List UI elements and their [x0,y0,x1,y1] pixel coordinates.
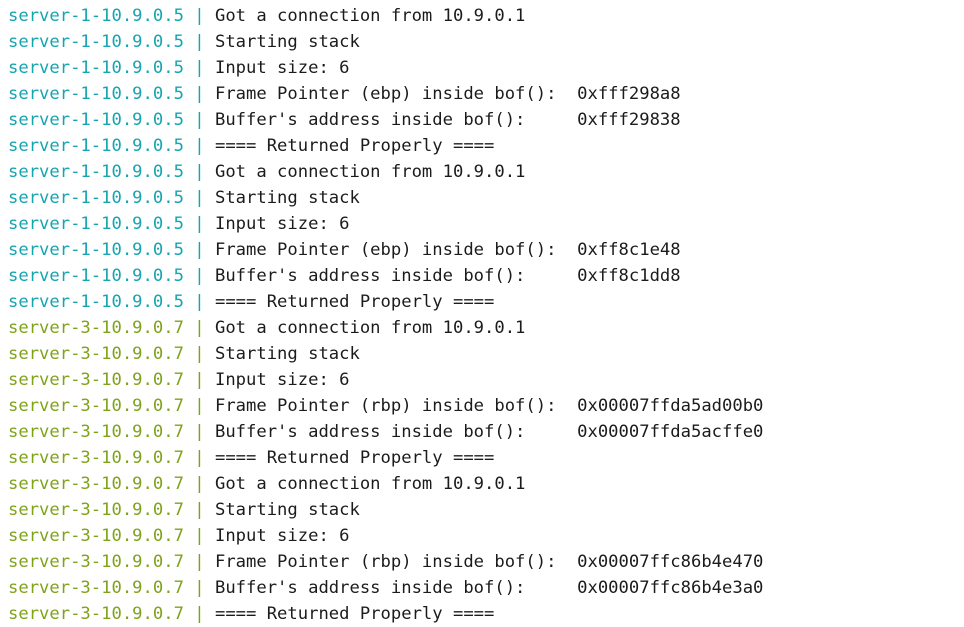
log-separator: | [183,84,215,104]
log-separator: | [183,500,215,520]
log-message: Frame Pointer (rbp) inside bof(): 0x0000… [214,552,764,572]
log-line: server-1-10.9.0.5 | Got a connection fro… [8,3,964,29]
log-line: server-1-10.9.0.5 | Input size: 6 [8,55,964,81]
log-service-prefix: server-1-10.9.0.5 [8,292,184,312]
log-service-prefix: server-1-10.9.0.5 [8,162,184,182]
log-service-prefix: server-1-10.9.0.5 [8,110,184,130]
log-service-prefix: server-1-10.9.0.5 [8,6,184,26]
log-service-prefix: server-3-10.9.0.7 [8,448,184,468]
log-message: Input size: 6 [214,58,350,78]
log-service-prefix: server-3-10.9.0.7 [8,318,184,338]
log-message: ==== Returned Properly ==== [214,448,495,468]
log-message: Input size: 6 [214,526,350,546]
log-service-prefix: server-3-10.9.0.7 [8,344,184,364]
log-line: server-1-10.9.0.5 | Input size: 6 [8,211,964,237]
log-separator: | [183,526,215,546]
log-line: server-1-10.9.0.5 | Frame Pointer (ebp) … [8,81,964,107]
log-service-prefix: server-3-10.9.0.7 [8,500,184,520]
log-line: server-1-10.9.0.5 | Buffer's address ins… [8,107,964,133]
log-service-prefix: server-3-10.9.0.7 [8,396,184,416]
log-line: server-1-10.9.0.5 | ==== Returned Proper… [8,133,964,159]
log-separator: | [183,318,215,338]
log-service-prefix: server-3-10.9.0.7 [8,526,184,546]
log-separator: | [183,292,215,312]
log-line: server-1-10.9.0.5 | Got a connection fro… [8,159,964,185]
log-message: Input size: 6 [214,370,350,390]
log-separator: | [183,448,215,468]
log-service-prefix: server-3-10.9.0.7 [8,578,184,598]
log-line: server-1-10.9.0.5 | Starting stack [8,185,964,211]
log-service-prefix: server-1-10.9.0.5 [8,188,184,208]
log-line: server-3-10.9.0.7 | Frame Pointer (rbp) … [8,549,964,575]
log-message: ==== Returned Properly ==== [214,136,495,156]
log-message: Got a connection from 10.9.0.1 [214,318,526,338]
log-separator: | [183,214,215,234]
log-separator: | [183,604,215,624]
log-message: Got a connection from 10.9.0.1 [214,474,526,494]
log-separator: | [183,162,215,182]
log-separator: | [183,32,215,52]
log-service-prefix: server-3-10.9.0.7 [8,604,184,624]
log-line: server-1-10.9.0.5 | ==== Returned Proper… [8,289,964,315]
log-service-prefix: server-3-10.9.0.7 [8,474,184,494]
log-message: Frame Pointer (ebp) inside bof(): 0xfff2… [214,84,681,104]
log-line: server-1-10.9.0.5 | Starting stack [8,29,964,55]
log-message: Starting stack [214,188,360,208]
log-separator: | [183,240,215,260]
log-message: Got a connection from 10.9.0.1 [214,162,526,182]
log-separator: | [183,58,215,78]
log-separator: | [183,474,215,494]
log-message: Starting stack [214,344,360,364]
log-line: server-3-10.9.0.7 | ==== Returned Proper… [8,601,964,627]
log-message: Frame Pointer (ebp) inside bof(): 0xff8c… [214,240,681,260]
log-message: Buffer's address inside bof(): 0xff8c1dd… [214,266,681,286]
log-line: server-3-10.9.0.7 | Buffer's address ins… [8,575,964,601]
log-service-prefix: server-1-10.9.0.5 [8,136,184,156]
log-separator: | [183,552,215,572]
log-line: server-3-10.9.0.7 | Buffer's address ins… [8,419,964,445]
log-separator: | [183,422,215,442]
log-message: Buffer's address inside bof(): 0x00007ff… [214,578,764,598]
log-service-prefix: server-1-10.9.0.5 [8,214,184,234]
log-line: server-3-10.9.0.7 | ==== Returned Proper… [8,445,964,471]
log-service-prefix: server-3-10.9.0.7 [8,422,184,442]
log-message: Buffer's address inside bof(): 0xfff2983… [214,110,681,130]
log-line: server-3-10.9.0.7 | Input size: 6 [8,523,964,549]
log-service-prefix: server-1-10.9.0.5 [8,84,184,104]
log-line: server-1-10.9.0.5 | Buffer's address ins… [8,263,964,289]
log-service-prefix: server-3-10.9.0.7 [8,370,184,390]
log-separator: | [183,344,215,364]
log-separator: | [183,136,215,156]
log-message: Starting stack [214,32,360,52]
log-separator: | [183,188,215,208]
log-line: server-3-10.9.0.7 | Starting stack [8,341,964,367]
log-line: server-3-10.9.0.7 | Starting stack [8,497,964,523]
log-service-prefix: server-1-10.9.0.5 [8,58,184,78]
log-line: server-3-10.9.0.7 | Got a connection fro… [8,471,964,497]
log-service-prefix: server-1-10.9.0.5 [8,266,184,286]
log-separator: | [183,266,215,286]
log-line: server-1-10.9.0.5 | Frame Pointer (ebp) … [8,237,964,263]
log-separator: | [183,370,215,390]
log-separator: | [183,110,215,130]
log-service-prefix: server-1-10.9.0.5 [8,240,184,260]
log-line: server-3-10.9.0.7 | Frame Pointer (rbp) … [8,393,964,419]
log-message: Starting stack [214,500,360,520]
log-service-prefix: server-3-10.9.0.7 [8,552,184,572]
log-message: ==== Returned Properly ==== [214,292,495,312]
log-separator: | [183,6,215,26]
log-separator: | [183,396,215,416]
log-message: Buffer's address inside bof(): 0x00007ff… [214,422,764,442]
log-message: Got a connection from 10.9.0.1 [214,6,526,26]
log-message: Frame Pointer (rbp) inside bof(): 0x0000… [214,396,764,416]
log-line: server-3-10.9.0.7 | Got a connection fro… [8,315,964,341]
log-separator: | [183,578,215,598]
log-message: ==== Returned Properly ==== [214,604,495,624]
log-line: server-3-10.9.0.7 | Input size: 6 [8,367,964,393]
log-message: Input size: 6 [214,214,350,234]
log-service-prefix: server-1-10.9.0.5 [8,32,184,52]
